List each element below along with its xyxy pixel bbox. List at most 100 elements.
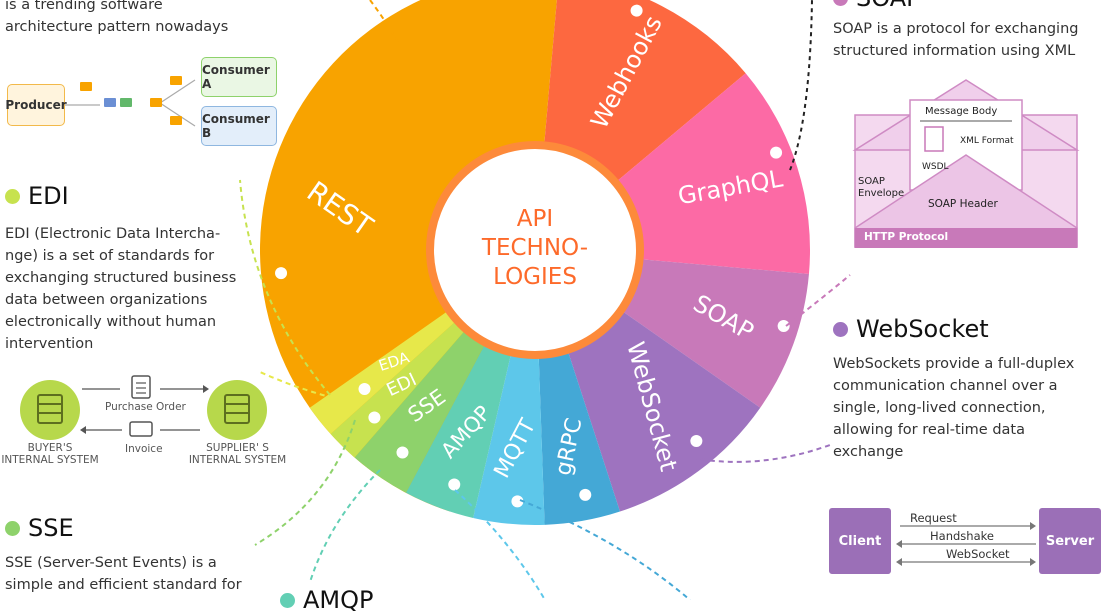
segment-marker-edi <box>368 411 381 424</box>
supplier-label-line2: INTERNAL SYSTEM <box>188 454 287 466</box>
buyer-label-line2: INTERNAL SYSTEM <box>1 454 99 466</box>
supplier-system-icon <box>207 380 267 440</box>
http-protocol-label: HTTP Protocol <box>864 231 949 243</box>
segment-amqp <box>405 331 515 518</box>
buyer-label: BUYER'S INTERNAL SYSTEM <box>0 442 100 466</box>
amqp-dot-icon <box>280 592 295 608</box>
center-title-line1: API <box>516 206 554 232</box>
webhooks-connector <box>647 0 656 9</box>
ws-websocket-label: WebSocket <box>946 547 1010 561</box>
websocket-heading: WebSocket <box>833 315 989 343</box>
consumer-b-box: Consumer B <box>201 106 277 146</box>
segment-marker-rest <box>275 267 288 280</box>
edi-title: EDI <box>28 182 69 210</box>
sse-text-line: simple and efficient standard for <box>5 577 242 593</box>
buyer-cabinet-icon <box>37 394 63 424</box>
edi-description: EDI (Electronic Data Intercha- nge) is a… <box>5 223 236 355</box>
edi-connector <box>239 179 331 396</box>
segment-sse <box>354 319 492 493</box>
eda-line-2 <box>159 79 196 104</box>
segment-marker-graphql <box>770 146 783 159</box>
supplier-label-line1: SUPPLIER' S <box>206 442 269 454</box>
edi-text-line: nge) is a set of standards for <box>5 248 215 264</box>
mqtt-connector <box>454 489 546 600</box>
edi-heading: EDI <box>5 182 69 210</box>
eda-line-3 <box>159 102 196 127</box>
segment-soap <box>610 258 809 408</box>
message-icon <box>170 116 182 125</box>
segment-marker-amqp <box>448 478 461 491</box>
websocket-text-line: communication channel over a <box>833 378 1058 394</box>
http-protocol-bar <box>855 228 1077 248</box>
api-diagram-canvas: RESTWebhooksGraphQLSOAPWebSocketgRPCMQTT… <box>20 0 1080 600</box>
producer-box: Producer <box>5 84 67 126</box>
buyer-label-line1: BUYER'S <box>27 442 73 454</box>
server-box: Server <box>1039 508 1101 574</box>
invoice-icon <box>129 421 153 437</box>
soap-heading: SOAP <box>833 0 921 12</box>
websocket-text-line: allowing for real-time data <box>833 422 1025 438</box>
amqp-connector <box>309 469 381 583</box>
segment-mqtt <box>473 339 545 525</box>
edi-text-line: intervention <box>5 336 94 352</box>
eda-text-line: architecture pattern nowadays <box>5 19 229 35</box>
segment-marker-eda <box>358 383 371 396</box>
soap-text-line: structured information using XML <box>833 43 1076 59</box>
edi-dot-icon <box>5 188 20 204</box>
ws-request-label: Request <box>910 511 957 525</box>
websocket-description: WebSockets provide a full-duplex communi… <box>833 353 1074 463</box>
segment-marker-webhooks <box>630 4 643 17</box>
edi-text-line: EDI (Electronic Data Intercha- <box>5 226 221 242</box>
soap-connector <box>785 274 851 327</box>
center-title: API TECHNO- LOGIES <box>470 205 600 292</box>
soap-description: SOAP is a protocol for exchanging struct… <box>833 18 1078 62</box>
websocket-title: WebSocket <box>856 315 989 343</box>
segment-edi <box>330 311 475 458</box>
sse-title: SSE <box>28 514 74 542</box>
websocket-text-line: WebSockets provide a full-duplex <box>833 356 1075 372</box>
eda-description: is a trending software architecture patt… <box>5 0 228 38</box>
sse-description: SSE (Server-Sent Events) is a simple and… <box>5 552 242 596</box>
segment-eda <box>309 302 467 435</box>
purchase-order-label: Purchase Order <box>105 401 186 413</box>
ws-handshake-label: Handshake <box>930 529 994 543</box>
segment-marker-websocket <box>690 434 703 447</box>
supplier-cabinet-icon <box>224 394 250 424</box>
edi-text-line: exchanging structured business <box>5 270 237 286</box>
message-body-label: Message Body <box>925 106 998 117</box>
message-icon <box>170 76 182 85</box>
segment-graphql <box>605 73 810 274</box>
segment-marker-sse <box>396 446 409 459</box>
segment-markers <box>275 4 790 508</box>
sse-connector <box>254 419 356 546</box>
center-title-line3: LOGIES <box>493 264 577 290</box>
sse-dot-icon <box>5 520 20 536</box>
eda-connector <box>369 0 399 43</box>
client-box: Client <box>829 508 891 574</box>
soap-text-line: SOAP is a protocol for exchanging <box>833 21 1079 37</box>
soap-envelope-label-line1: SOAP <box>858 176 885 187</box>
xml-format-label: XML Format <box>960 136 1014 146</box>
invoice-label: Invoice <box>125 443 163 455</box>
eda-text-line: is a trending software <box>5 0 163 13</box>
segment-marker-mqtt <box>511 495 524 508</box>
message-icon <box>104 98 116 107</box>
sse-heading: SSE <box>5 514 74 542</box>
api-ring <box>260 0 810 525</box>
amqp-title: AMQP <box>303 586 374 614</box>
edi-text-line: electronically without human <box>5 314 217 330</box>
graphql-connector <box>789 0 813 171</box>
segment-websocket <box>563 302 761 512</box>
consumer-a-box: Consumer A <box>201 57 277 97</box>
soap-title: SOAP <box>856 0 921 12</box>
soap-envelope-label: SOAP Envelope <box>858 176 904 200</box>
websocket-text-line: single, long-lived connection, <box>833 400 1046 416</box>
soap-envelope-label-line2: Envelope <box>858 188 905 199</box>
segment-marker-grpc <box>579 488 592 501</box>
message-icon <box>120 98 132 107</box>
websocket-dot-icon <box>833 321 848 337</box>
xml-file-icon <box>924 126 944 152</box>
websocket-text-line: exchange <box>833 444 904 460</box>
message-icon <box>80 82 92 91</box>
message-icon <box>150 98 162 107</box>
